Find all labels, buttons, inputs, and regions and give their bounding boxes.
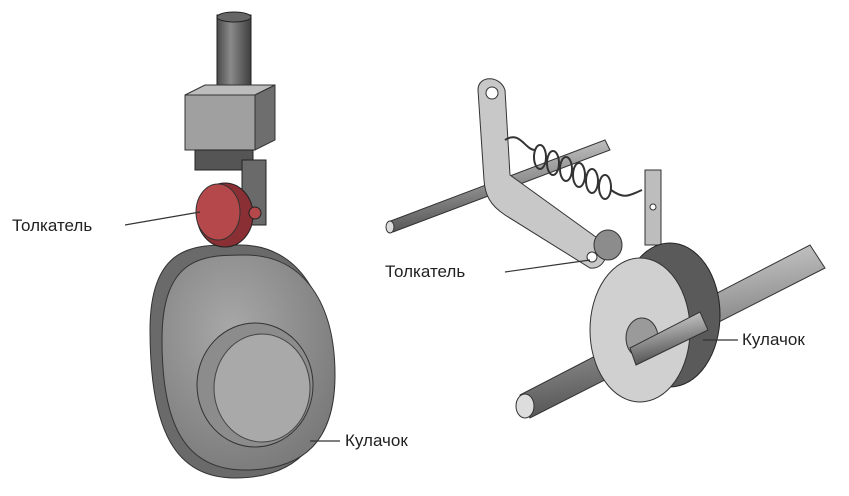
lever bbox=[477, 78, 607, 269]
left-cam-label: Кулачок bbox=[345, 431, 408, 450]
spring bbox=[504, 136, 643, 200]
left-cam bbox=[149, 244, 336, 479]
left-cam-mechanism bbox=[124, 11, 340, 479]
right-cam-mechanism bbox=[385, 78, 826, 419]
right-cam-label: Кулачок bbox=[742, 330, 805, 349]
right-cam bbox=[589, 242, 721, 403]
left-follower-leader bbox=[124, 211, 201, 226]
right-follower-leader bbox=[504, 259, 591, 273]
left-follower bbox=[184, 11, 276, 248]
roller bbox=[195, 182, 254, 248]
left-follower-label: Толкатель bbox=[12, 216, 93, 235]
spring-anchor bbox=[644, 169, 662, 246]
right-follower-label: Толкатель bbox=[385, 262, 466, 281]
